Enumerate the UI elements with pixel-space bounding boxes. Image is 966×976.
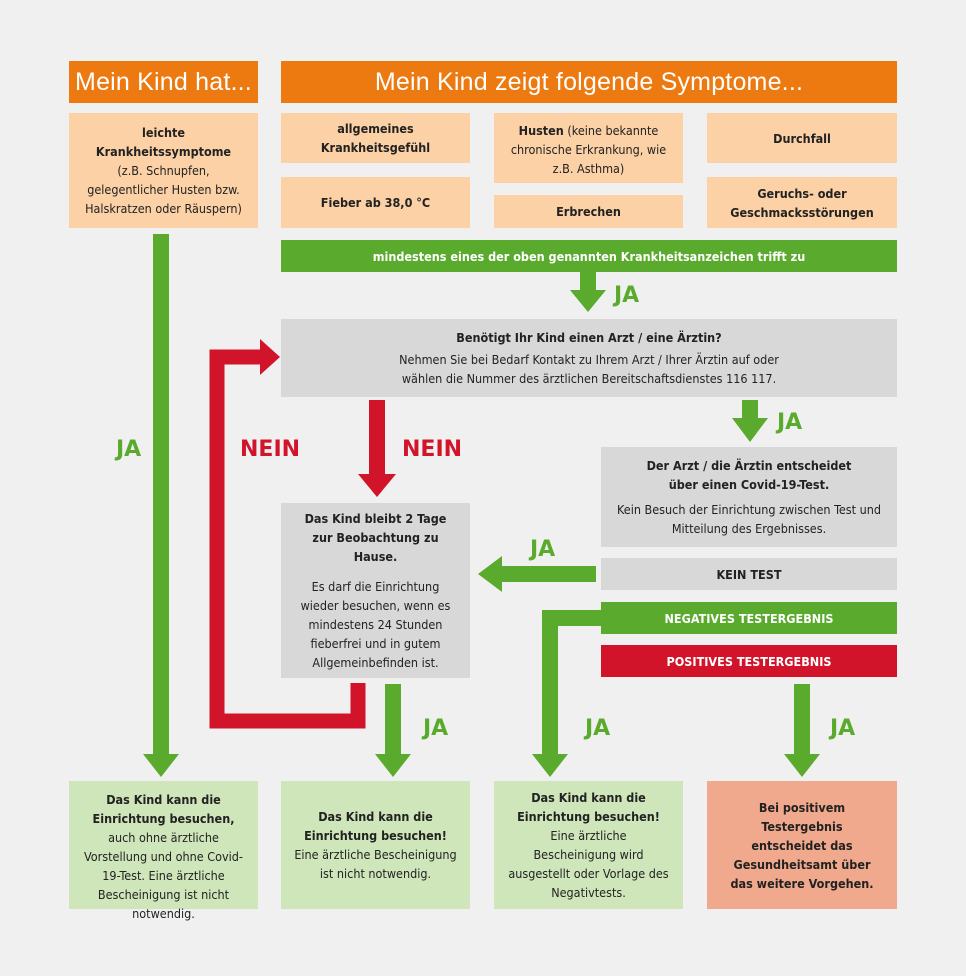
stay-home-title: Das Kind bleibt 2 Tage zur Beobachtung z… <box>304 511 447 564</box>
outcome-positive: Bei positivem Testergebnis entscheidet d… <box>707 781 897 909</box>
symptom-cough: Husten (keine bekannte chronische Erkran… <box>494 113 683 183</box>
mild-symptoms-box: leichte Krankheitssymptome (z.B. Schnupf… <box>69 113 258 228</box>
condition-bar: mindestens eines der oben genannten Kran… <box>281 240 897 272</box>
arrow-stay-home-shaft <box>385 684 401 756</box>
arrow-positive-shaft <box>794 684 810 756</box>
arrow-nein-loop-head <box>260 339 280 375</box>
doctor-question-body: Nehmen Sie bei Bedarf Kontakt zu Ihrem A… <box>399 352 779 386</box>
arrow-doctor-shaft <box>742 400 758 420</box>
symptom-vomiting: Erbrechen <box>494 195 683 228</box>
result-no-test: KEIN TEST <box>601 558 897 590</box>
arrow-no-test-shaft <box>500 566 596 582</box>
symptom-cough-title: Husten <box>518 123 564 138</box>
outcome-negative-title: Das Kind kann die Einrichtung besuchen! <box>517 790 660 824</box>
arrow-mild-head <box>143 754 179 777</box>
mild-symptoms-body: (z.B. Schnupfen, gelegentlicher Husten b… <box>85 163 242 216</box>
label-nein-down: NEIN <box>402 437 463 462</box>
doctor-decides-body: Kein Besuch der Einrichtung zwischen Tes… <box>617 502 881 536</box>
arrow-negative-head <box>532 754 568 777</box>
result-negative: NEGATIVES TESTERGEBNIS <box>601 602 897 634</box>
header-right: Mein Kind zeigt folgende Symptome... <box>281 61 897 103</box>
symptom-fever: Fieber ab 38,0 °C <box>281 177 470 228</box>
outcome-mild-detail: auch ohne ärztliche Vorstellung und ohne… <box>84 830 243 921</box>
doctor-decides-box: Der Arzt / die Ärztin entscheidet über e… <box>601 447 897 547</box>
doctor-decides-title: Der Arzt / die Ärztin entscheidet über e… <box>646 458 852 492</box>
label-ja-positive: JA <box>830 716 856 741</box>
symptom-diarrhea: Durchfall <box>707 113 897 163</box>
header-left: Mein Kind hat... <box>69 61 258 103</box>
symptom-general: allgemeines Krankheitsgefühl <box>281 113 470 163</box>
label-ja-stay-home: JA <box>423 716 449 741</box>
mild-symptoms-title: leichte Krankheitssymptome <box>95 125 232 159</box>
outcome-stay-home-title: Das Kind kann die Einrichtung besuchen! <box>304 809 447 843</box>
label-nein-loop: NEIN <box>240 437 301 462</box>
arrow-no-test-head <box>478 556 502 592</box>
outcome-mild-title: Das Kind kann die Einrichtung besuchen, <box>92 792 235 826</box>
label-ja-doctor: JA <box>777 410 803 435</box>
outcome-stay-home-detail: Eine ärztliche Bescheinigung ist nicht n… <box>294 847 457 881</box>
arrow-doctor-head <box>732 418 768 442</box>
arrow-condition-shaft <box>580 272 596 292</box>
doctor-question-box: Benötigt Ihr Kind einen Arzt / eine Ärzt… <box>281 319 897 397</box>
label-ja-condition: JA <box>614 283 640 308</box>
label-ja-negative: JA <box>585 716 611 741</box>
label-ja-mild: JA <box>116 437 142 462</box>
outcome-mild: Das Kind kann die Einrichtung besuchen, … <box>69 781 258 921</box>
symptom-smell-taste: Geruchs- oder Geschmacksstörungen <box>707 177 897 228</box>
arrow-positive-head <box>784 754 820 777</box>
arrow-condition-head <box>570 290 606 312</box>
result-positive: POSITIVES TESTERGEBNIS <box>601 645 897 677</box>
arrow-nein-down-shaft <box>369 400 385 475</box>
arrow-mild-shaft <box>153 234 169 756</box>
symptom-cough-detail: (keine bekannte chronische Erkrankung, w… <box>510 123 667 176</box>
outcome-stay-home: Das Kind kann die Einrichtung besuchen! … <box>281 781 470 909</box>
arrow-stay-home-head <box>375 754 411 777</box>
outcome-negative-detail: Eine ärztliche Bescheinigung wird ausges… <box>508 828 669 900</box>
arrow-negative-connector <box>542 610 601 756</box>
arrow-nein-down-head <box>358 474 396 497</box>
label-ja-no-test: JA <box>530 537 556 562</box>
stay-home-box: Das Kind bleibt 2 Tage zur Beobachtung z… <box>281 503 470 678</box>
doctor-question-title: Benötigt Ihr Kind einen Arzt / eine Ärzt… <box>456 330 722 345</box>
stay-home-body: Es darf die Einrichtung wieder besuchen,… <box>300 579 451 670</box>
outcome-negative: Das Kind kann die Einrichtung besuchen! … <box>494 781 683 909</box>
arrow-nein-loop <box>209 349 366 729</box>
